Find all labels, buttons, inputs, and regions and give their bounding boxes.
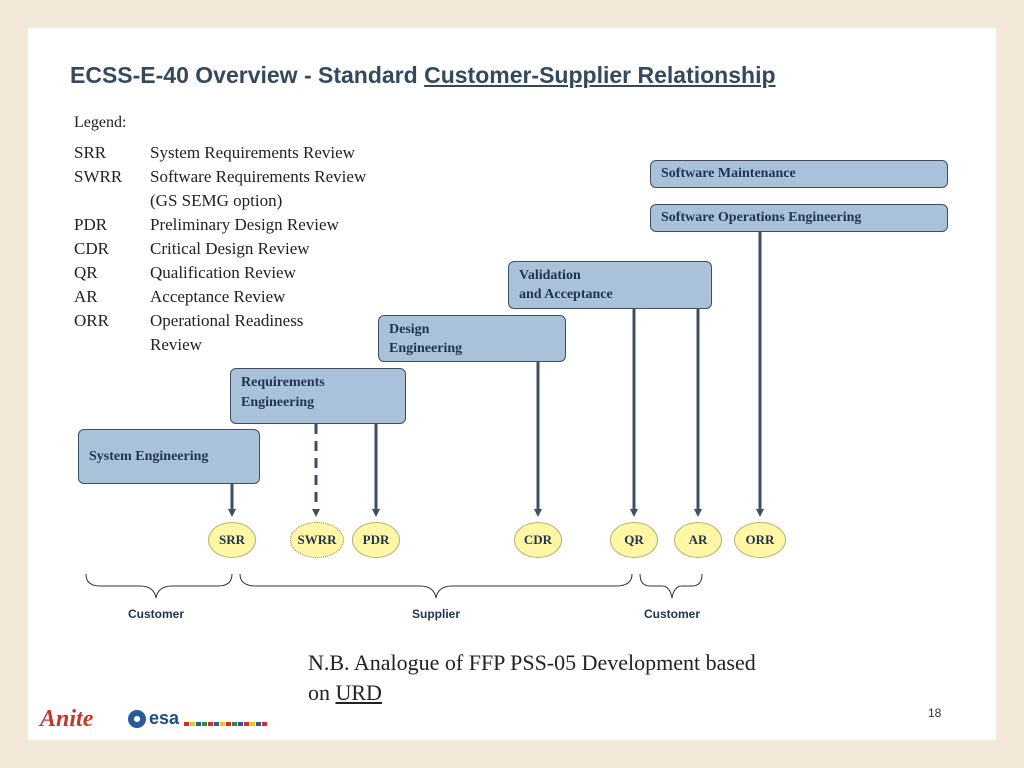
legend-abbr: SWRR xyxy=(74,167,123,186)
anite-logo: Anite xyxy=(40,706,94,732)
review-label: QR xyxy=(624,532,644,547)
system-engineering-box: System Engineering xyxy=(78,429,260,484)
member-flags-icon xyxy=(184,721,268,726)
legend-desc: Operational Readiness xyxy=(150,311,304,330)
legend-desc: Review xyxy=(150,335,202,354)
requirements-engineering-line1: Requirements xyxy=(241,375,325,390)
title-underlined: Customer-Supplier Relationship xyxy=(424,62,776,88)
legend-abbr: QR xyxy=(74,263,98,282)
software-operations-label: Software Operations Engineering xyxy=(661,210,862,225)
note-prefix: on xyxy=(308,680,336,705)
legend-desc: Acceptance Review xyxy=(150,287,286,306)
esa-logo-text: esa xyxy=(149,708,180,728)
legend-desc: System Requirements Review xyxy=(150,143,355,162)
review-node-orr: ORR xyxy=(734,522,786,558)
esa-logo: esa xyxy=(128,708,268,729)
legend-abbr: SRR xyxy=(74,143,107,162)
software-maintenance-box: Software Maintenance xyxy=(650,160,948,188)
legend-heading: Legend: xyxy=(74,114,127,131)
design-engineering-line2: Engineering xyxy=(389,341,463,356)
requirements-engineering-box: Requirements Engineering xyxy=(230,368,406,424)
validation-acceptance-box: Validation and Acceptance xyxy=(508,261,712,309)
page-title: ECSS-E-40 Overview - Standard Customer-S… xyxy=(70,62,776,89)
review-label: AR xyxy=(688,532,708,547)
review-node-ar: AR xyxy=(674,522,722,558)
design-engineering-line1: Design xyxy=(389,322,430,337)
review-node-pdr: PDR xyxy=(352,522,400,558)
legend-desc: Qualification Review xyxy=(150,263,296,282)
legend-desc: (GS SEMG option) xyxy=(150,191,283,210)
urd-link[interactable]: URD xyxy=(335,680,382,705)
brace-label-supplier: Supplier xyxy=(411,607,461,621)
review-label: ORR xyxy=(745,532,775,547)
design-engineering-box: Design Engineering xyxy=(378,315,566,362)
brace-supplier xyxy=(239,573,633,599)
legend-desc: Critical Design Review xyxy=(150,239,310,258)
software-maintenance-label: Software Maintenance xyxy=(661,166,796,181)
requirements-engineering-line2: Engineering xyxy=(241,395,315,410)
diagram-connectors xyxy=(85,232,764,599)
legend-abbr: AR xyxy=(74,287,98,306)
review-label: CDR xyxy=(523,532,553,547)
esa-mark-icon xyxy=(128,709,146,728)
system-engineering-label: System Engineering xyxy=(89,448,209,464)
legend-abbr: CDR xyxy=(74,239,109,258)
review-node-srr: SRR xyxy=(208,522,256,558)
note-line1: N.B. Analogue of FFP PSS-05 Development … xyxy=(308,650,756,675)
legend-desc: Preliminary Design Review xyxy=(150,215,339,234)
software-operations-box: Software Operations Engineering xyxy=(650,204,948,232)
review-label: SRR xyxy=(218,532,245,547)
brace-label-customer-left: Customer xyxy=(127,607,185,621)
brace-customer-right xyxy=(639,573,703,599)
title-plain: ECSS-E-40 Overview - Standard xyxy=(70,62,425,88)
page-number: 18 xyxy=(928,706,942,720)
legend-abbr: ORR xyxy=(74,311,109,330)
review-node-cdr: CDR xyxy=(514,522,562,558)
brace-customer-left xyxy=(85,573,233,599)
review-label: PDR xyxy=(362,532,390,547)
legend-desc: Software Requirements Review xyxy=(150,167,367,186)
review-node-swrr: SWRR xyxy=(290,522,344,558)
slide: ECSS-E-40 Overview - Standard Customer-S… xyxy=(28,28,996,740)
review-label: SWRR xyxy=(297,532,337,547)
note: N.B. Analogue of FFP PSS-05 Development … xyxy=(308,648,756,708)
validation-acceptance-line1: Validation xyxy=(519,268,581,283)
review-node-qr: QR xyxy=(610,522,658,558)
validation-acceptance-line2: and Acceptance xyxy=(519,287,613,302)
legend-abbr: PDR xyxy=(74,215,108,234)
brace-label-customer-right: Customer xyxy=(643,607,701,621)
note-line2: on URD xyxy=(308,678,756,708)
